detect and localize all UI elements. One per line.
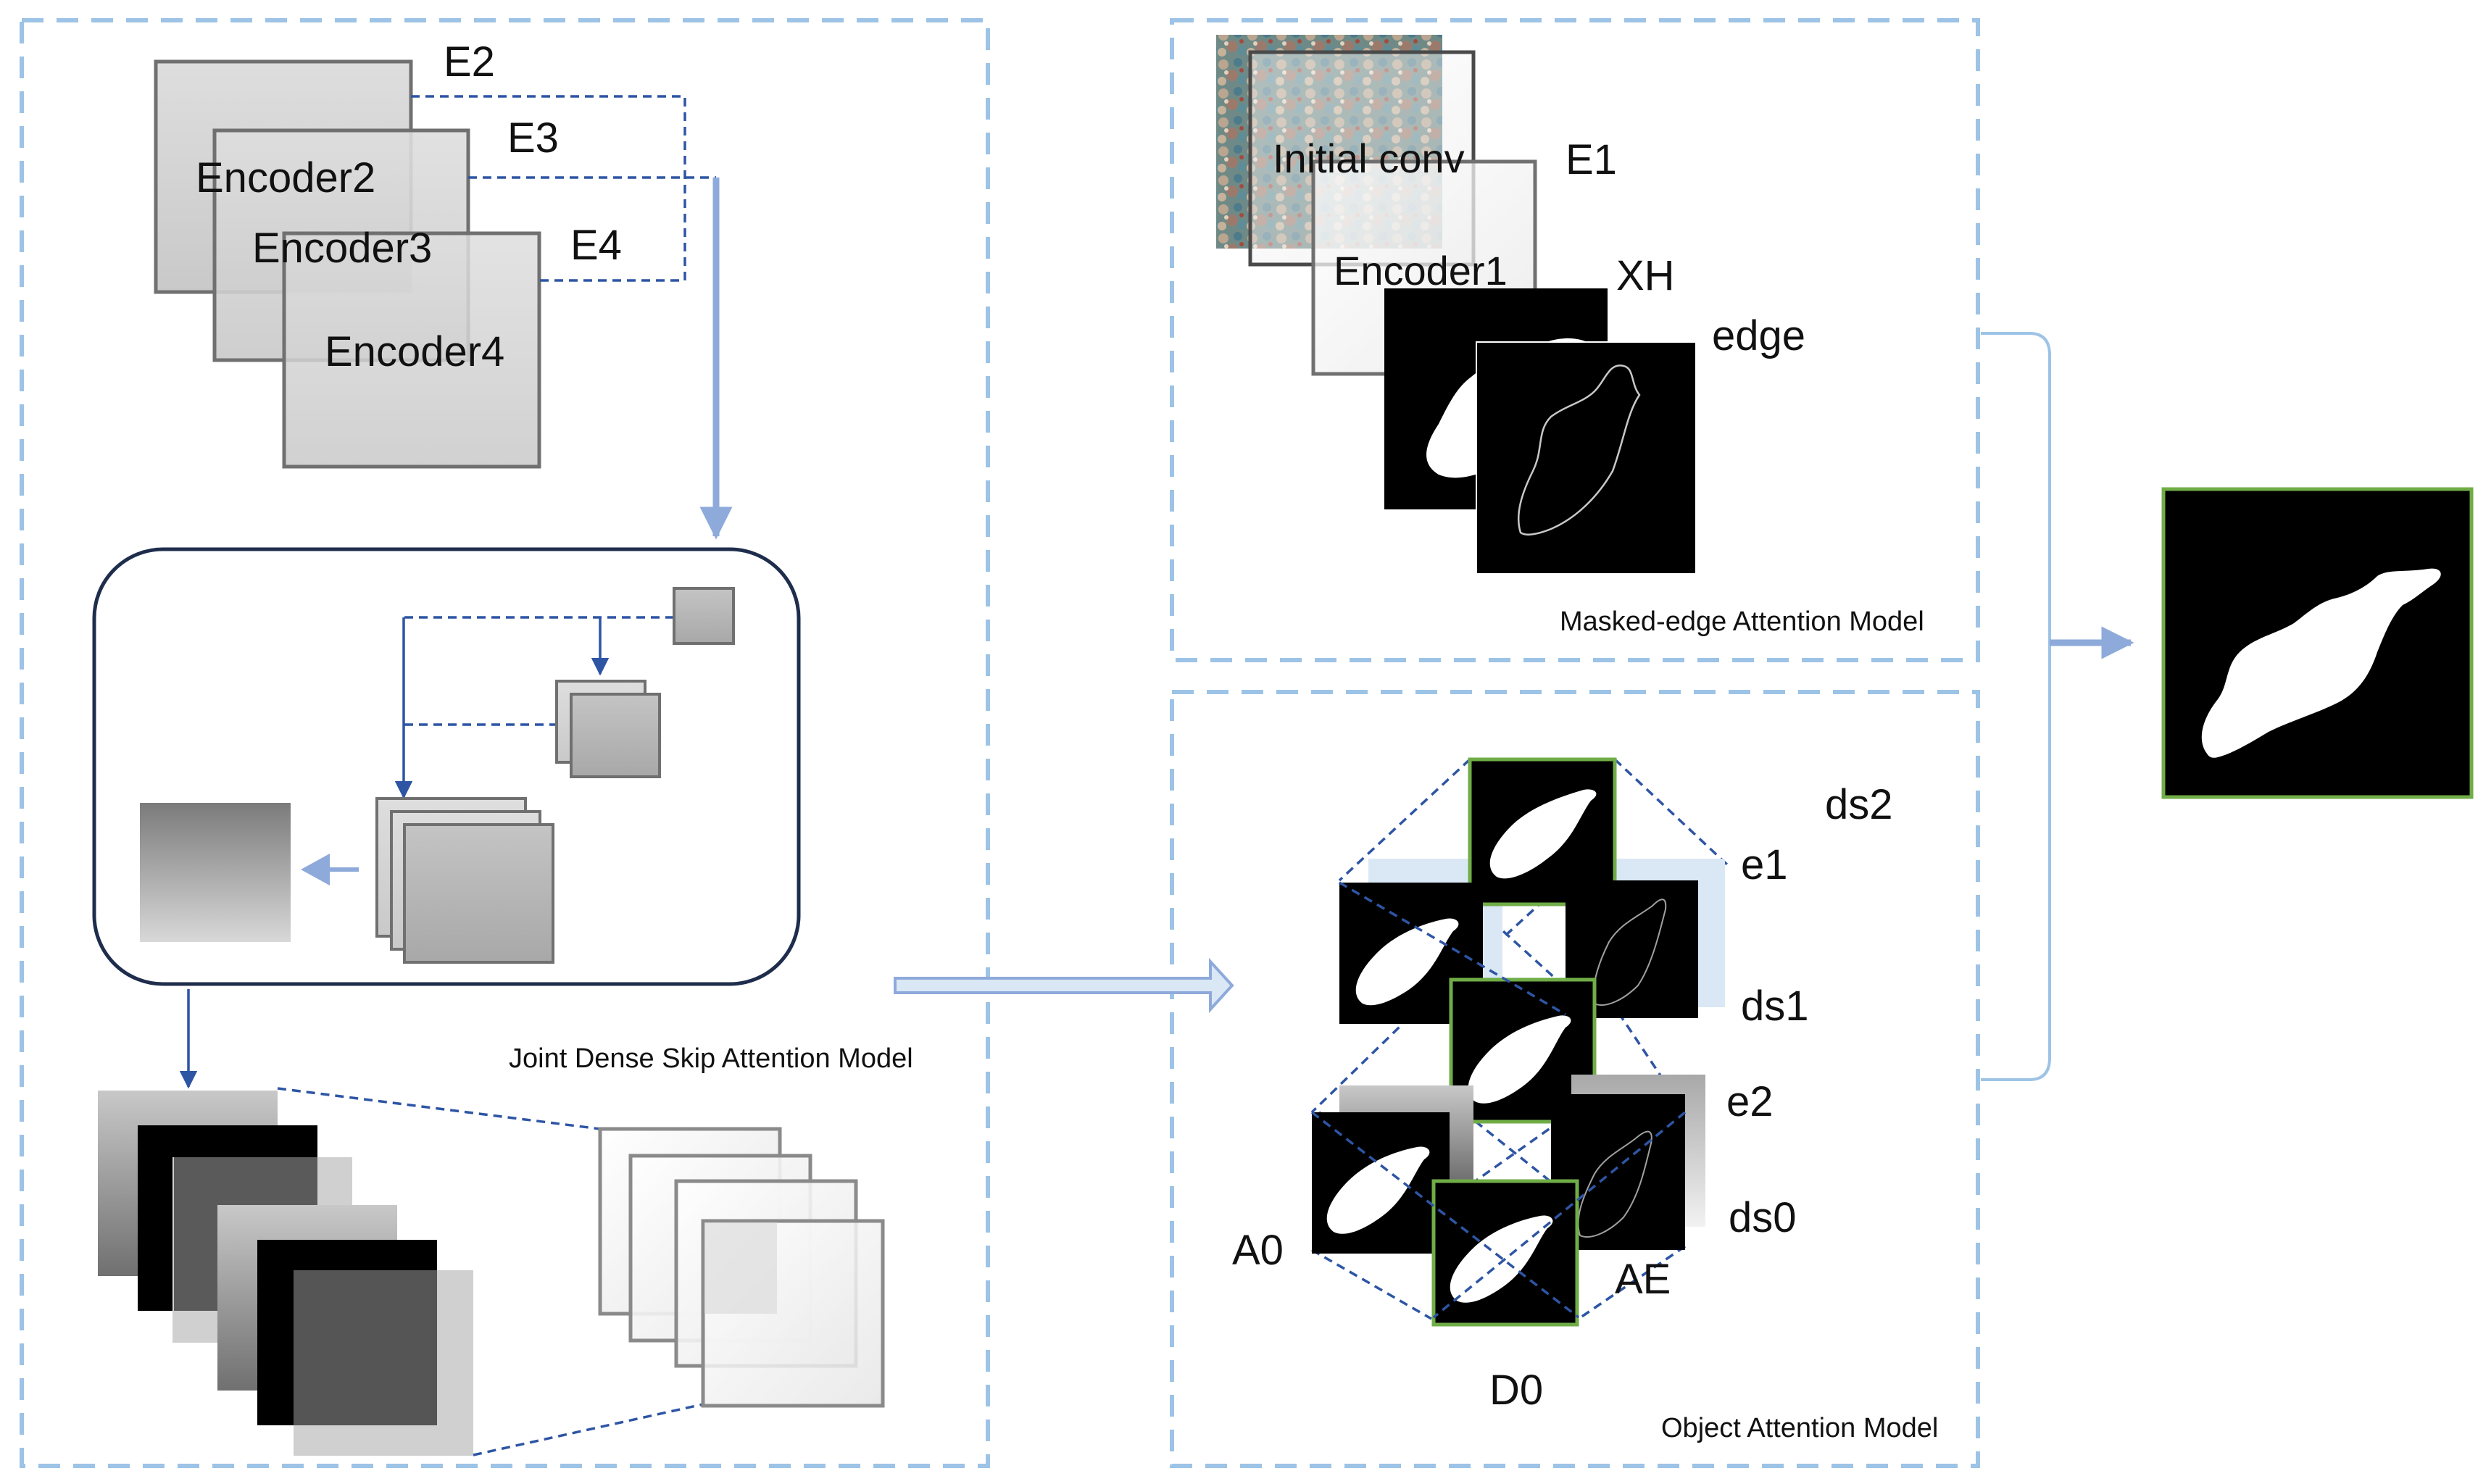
mask-bottom-d0 xyxy=(1431,1179,1579,1327)
object-attention-caption: Object Attention Model xyxy=(1661,1413,1938,1443)
module-internal-links xyxy=(394,616,674,799)
encoder4-label: Encoder4 xyxy=(325,328,504,375)
dense-skip-module xyxy=(92,547,801,986)
octahedron-front-links xyxy=(1310,881,1687,1319)
final-segmentation-output xyxy=(2161,487,2474,799)
e2-tag: E2 xyxy=(444,38,495,86)
zoom-dashed-links xyxy=(277,1087,704,1456)
glass-feature-stack xyxy=(598,1127,885,1408)
encoder1-label: Encoder1 xyxy=(1334,248,1508,293)
e3-tag: E3 xyxy=(507,114,559,162)
joint-dense-caption: Joint Dense Skip Attention Model xyxy=(509,1043,913,1074)
e1-tag: E1 xyxy=(1566,136,1617,183)
e4-tag: E4 xyxy=(570,222,622,269)
mask-bottom-left-a0 xyxy=(1312,1112,1450,1254)
fused-output-block xyxy=(140,803,291,942)
a0-label: A0 xyxy=(1232,1227,1284,1274)
merge-bracket xyxy=(1981,332,2051,1081)
e1-label: e1 xyxy=(1741,841,1788,888)
edge-map-image xyxy=(1476,341,1697,575)
large-feature-block-3 xyxy=(403,823,554,964)
ae-label: AE xyxy=(1615,1256,1671,1303)
mid-feature-block-front xyxy=(570,693,661,778)
joint-dense-panel xyxy=(20,18,990,1468)
encoder2-label: Encoder2 xyxy=(196,154,375,201)
masked-edge-panel xyxy=(1170,18,1980,662)
object-attention-panel xyxy=(1170,690,1980,1468)
mask-top-ds2 xyxy=(1468,757,1617,906)
xh-tag: XH xyxy=(1616,252,1675,299)
encoder4-block xyxy=(282,231,541,469)
encoder-stack xyxy=(154,59,541,469)
decoder-output-stack xyxy=(98,1091,473,1456)
edge-tag: edge xyxy=(1712,312,1805,359)
encoder3-label: Encoder3 xyxy=(252,225,432,272)
masked-edge-caption: Masked-edge Attention Model xyxy=(1560,606,1924,637)
ds0-label: ds0 xyxy=(1729,1194,1797,1241)
small-feature-block xyxy=(673,587,735,645)
encoder-skip-links xyxy=(411,95,716,282)
ds2-label: ds2 xyxy=(1825,781,1893,828)
d0-label: D0 xyxy=(1489,1367,1543,1414)
initial-conv-label: Initial conv xyxy=(1273,136,1465,181)
left-to-right-arrow xyxy=(894,957,1234,1014)
ds1-label: ds1 xyxy=(1741,983,1809,1030)
module-fuse-arrow xyxy=(301,854,359,885)
e2-label: e2 xyxy=(1726,1078,1774,1125)
